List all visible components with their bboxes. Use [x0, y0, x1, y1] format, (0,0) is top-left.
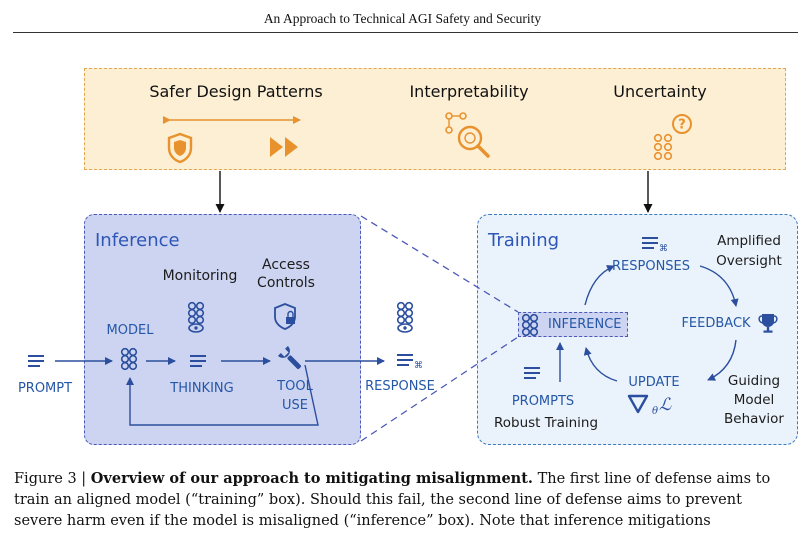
amplified-label-2: Oversight	[716, 253, 782, 269]
shield-icon	[167, 132, 193, 164]
thinking-label: THINKING	[170, 381, 234, 396]
feedback-label: FEEDBACK	[681, 316, 751, 331]
question-network-icon: ?	[653, 114, 692, 161]
guiding-label-1: Guiding	[727, 373, 781, 389]
caption-prefix: Figure 3 |	[14, 471, 91, 487]
inference-label: INFERENCE	[548, 317, 622, 332]
access-controls-label-2: Controls	[257, 275, 315, 291]
amplified-label-1: Amplified	[717, 233, 781, 249]
tool-use-label-1: TOOL	[277, 379, 313, 394]
prompts-icon	[523, 367, 541, 379]
prompt-label: PROMPT	[17, 381, 73, 396]
responses-icon: ⌘	[641, 237, 668, 254]
safer-design-label: Safer Design Patterns	[149, 82, 323, 101]
monitoring-icon	[187, 301, 205, 333]
caption-title: Overview of our approach to mitigating m…	[90, 470, 533, 487]
trophy-icon	[758, 314, 778, 333]
monitoring-label: Monitoring	[162, 268, 238, 284]
training-title: Training	[488, 230, 560, 251]
guiding-label-3: Behavior	[724, 411, 784, 427]
guiding-label-2: Model	[733, 392, 775, 408]
header-rule	[13, 32, 798, 33]
thinking-icon	[189, 355, 207, 367]
svg-text:θ: θ	[652, 406, 658, 417]
inference-title: Inference	[95, 230, 180, 251]
gradient-update-icon: θ ℒ	[627, 394, 672, 417]
svg-text:⌘: ⌘	[414, 361, 423, 371]
caption-line-2: train an aligned model (“training” box).…	[14, 492, 742, 508]
interpretability-label: Interpretability	[409, 82, 529, 101]
model-label: MODEL	[106, 323, 154, 338]
caption-line-3: severe harm even if the model is misalig…	[14, 513, 711, 529]
robust-training-label: Robust Training	[493, 415, 599, 431]
responses-label: RESPONSES	[611, 259, 691, 274]
svg-text:⌘: ⌘	[659, 244, 668, 254]
update-label: UPDATE	[628, 375, 680, 390]
response-icon: ⌘	[396, 354, 423, 371]
shield-lock-icon	[274, 303, 296, 330]
prompt-icon	[27, 355, 45, 367]
caption-line-1: The first line of defense aims to	[532, 471, 771, 487]
uncertainty-label: Uncertainty	[613, 82, 707, 101]
figure-caption: Figure 3 | Overview of our approach to m…	[14, 468, 804, 532]
svg-text:?: ?	[678, 118, 686, 133]
prompts-label: PROMPTS	[511, 394, 575, 409]
tool-use-label-2: USE	[282, 398, 308, 413]
response-monitor-icon	[396, 301, 414, 333]
running-title: An Approach to Technical AGI Safety and …	[263, 11, 542, 26]
response-label: RESPONSE	[365, 379, 435, 394]
fast-forward-icon	[270, 137, 298, 157]
training-inference-icon	[521, 313, 539, 337]
magnifier-network-icon	[445, 112, 490, 158]
access-controls-label-1: Access	[262, 257, 310, 273]
svg-text:ℒ: ℒ	[659, 395, 672, 415]
model-icon	[120, 347, 138, 371]
wrench-icon	[277, 345, 302, 370]
